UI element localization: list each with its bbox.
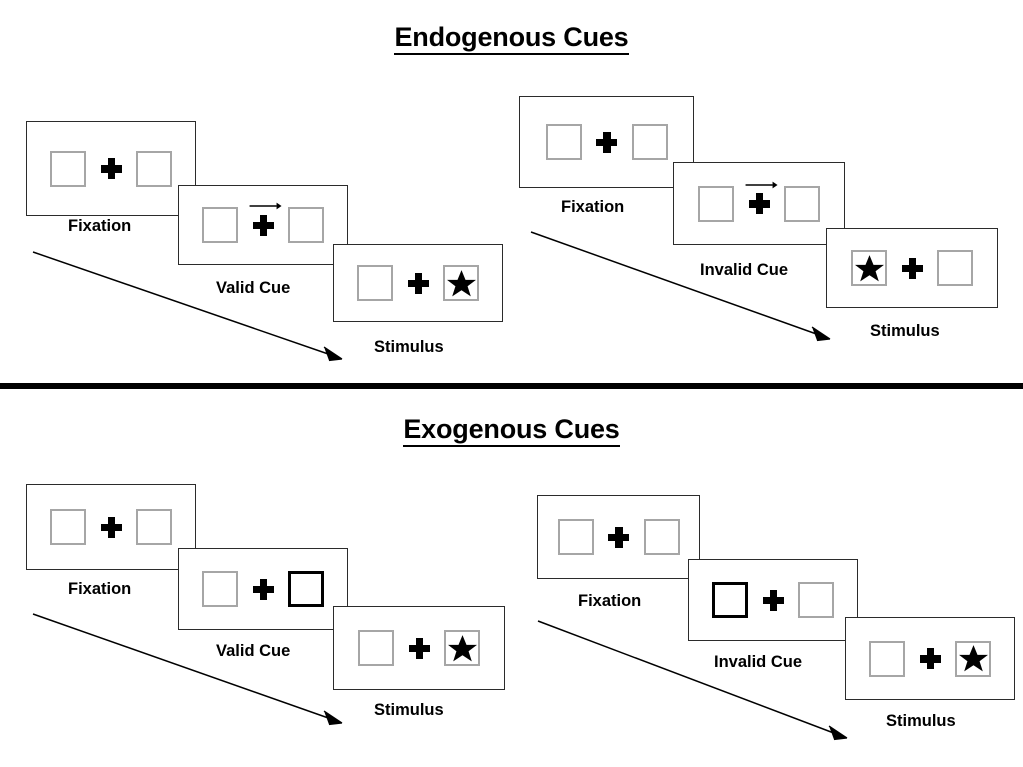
- label-endogenous-invalid-stimulus: Stimulus: [870, 322, 940, 340]
- label-endogenous-valid-fixation: Fixation: [68, 217, 132, 235]
- placeholder-box-right-with-target: [955, 640, 991, 677]
- label-exogenous-invalid-stimulus: Stimulus: [886, 712, 956, 730]
- star-target-icon: [854, 254, 884, 281]
- frame-exogenous-invalid-cue: [688, 559, 858, 641]
- arrow-right-icon: [249, 202, 282, 210]
- label-exogenous-valid-cue: Valid Cue: [216, 642, 291, 660]
- label-endogenous-invalid-cue: Invalid Cue: [700, 261, 789, 279]
- placeholder-box-left: [358, 630, 394, 666]
- exogenous-cue-box-right: [288, 571, 324, 607]
- section-title-exogenous-text: Exogenous Cues: [403, 414, 620, 447]
- label-endogenous-invalid-fixation: Fixation: [561, 198, 625, 216]
- placeholder-box-right: [631, 124, 668, 160]
- frame-endogenous-invalid-stimulus: [826, 228, 998, 308]
- frame-endogenous-valid-stimulus: [333, 244, 503, 322]
- fixation-cross-icon: [100, 516, 122, 538]
- fixation-cross-icon: [596, 131, 618, 153]
- label-exogenous-invalid-fixation: Fixation: [578, 592, 642, 610]
- placeholder-box-left: [545, 124, 582, 160]
- timeline-arrow-endogenous-valid: [32, 251, 343, 362]
- placeholder-box-left: [202, 571, 238, 607]
- fixation-cross-icon: [762, 589, 784, 611]
- placeholder-box-right: [136, 509, 172, 545]
- section-divider: [0, 383, 1023, 389]
- placeholder-box-left: [202, 207, 238, 243]
- section-title-endogenous: Endogenous Cues: [0, 22, 1023, 55]
- fixation-cross-icon: [919, 648, 941, 670]
- fixation-cross-icon: [252, 578, 274, 600]
- fixation-cross-icon: [608, 526, 630, 548]
- timeline-arrow-exogenous-invalid: [537, 620, 848, 741]
- placeholder-box-left: [357, 265, 393, 301]
- label-endogenous-valid-cue: Valid Cue: [216, 279, 291, 297]
- placeholder-box-right-with-target: [444, 630, 480, 666]
- star-target-icon: [447, 634, 477, 661]
- placeholder-box-left: [50, 509, 86, 545]
- endogenous-cue-arrow-group: [745, 181, 778, 215]
- placeholder-box-right: [798, 582, 834, 618]
- label-endogenous-valid-stimulus: Stimulus: [374, 338, 444, 356]
- frame-exogenous-valid-cue: [178, 548, 348, 630]
- frame-endogenous-valid-cue: [178, 185, 348, 265]
- exogenous-cue-box-left: [712, 582, 748, 618]
- fixation-cross-icon: [748, 193, 770, 215]
- frame-exogenous-invalid-stimulus: [845, 617, 1015, 700]
- fixation-cross-icon: [100, 158, 122, 180]
- placeholder-box-right: [643, 519, 680, 555]
- frame-exogenous-valid-stimulus: [333, 606, 505, 690]
- placeholder-box-left: [557, 519, 594, 555]
- star-target-icon: [958, 645, 988, 672]
- timeline-arrow-endogenous-invalid: [530, 231, 831, 342]
- placeholder-box-right: [136, 150, 172, 187]
- frame-endogenous-invalid-fixation: [519, 96, 694, 188]
- placeholder-box-left: [869, 640, 905, 677]
- timeline-arrow-exogenous-valid: [32, 613, 343, 726]
- fixation-cross-icon: [407, 272, 429, 294]
- star-target-icon: [446, 269, 476, 296]
- placeholder-box-left: [50, 150, 86, 187]
- placeholder-box-left: [698, 185, 734, 222]
- frame-exogenous-invalid-fixation: [537, 495, 700, 579]
- frame-endogenous-valid-fixation: [26, 121, 196, 216]
- placeholder-box-right: [784, 185, 820, 222]
- placeholder-box-right: [937, 250, 973, 286]
- fixation-cross-icon: [252, 214, 274, 236]
- fixation-cross-icon: [408, 637, 430, 659]
- label-exogenous-valid-stimulus: Stimulus: [374, 701, 444, 719]
- endogenous-cue-arrow-group: [249, 202, 282, 236]
- arrow-right-icon: [745, 181, 778, 188]
- placeholder-box-right: [288, 207, 324, 243]
- section-title-exogenous: Exogenous Cues: [0, 414, 1023, 447]
- placeholder-box-right-with-target: [443, 265, 479, 301]
- label-exogenous-valid-fixation: Fixation: [68, 580, 132, 598]
- frame-exogenous-valid-fixation: [26, 484, 196, 570]
- placeholder-box-left-with-target: [851, 250, 887, 286]
- section-title-endogenous-text: Endogenous Cues: [394, 22, 629, 55]
- fixation-cross-icon: [901, 257, 923, 279]
- label-exogenous-invalid-cue: Invalid Cue: [714, 653, 803, 671]
- frame-endogenous-invalid-cue: [673, 162, 845, 245]
